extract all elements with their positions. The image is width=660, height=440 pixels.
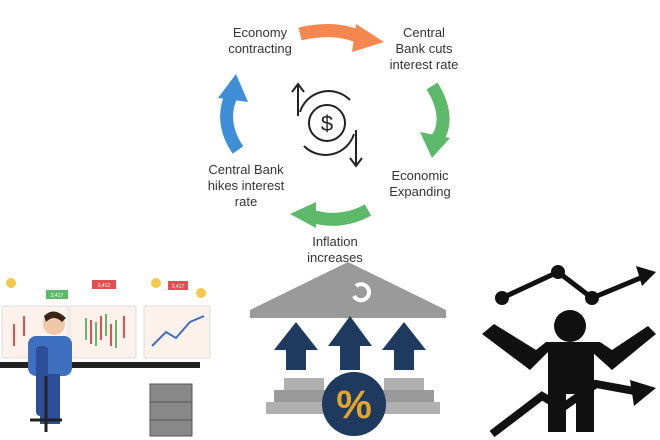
arrow-green [426,82,450,145]
arrow-orange-head [352,24,384,52]
arrow-blue [220,91,244,154]
arrow-orange [298,24,365,44]
arrow-green-head [420,132,450,158]
bank-percent-icon [250,262,446,436]
trader-tag-1: 3,417 [51,293,64,299]
shrugging-person-chart-icon [482,265,656,438]
trader-tag-2: 3,412 [98,283,111,289]
percent-symbol: % [336,383,372,427]
step-economic-expanding: Economic Expanding [389,168,451,199]
step-economy-contracting: Economy contracting [228,25,292,56]
step-inflation-increases: Inflation increases [307,234,363,265]
arrow-green-bottom [309,204,372,226]
dollar-symbol: $ [321,111,333,136]
arrow-green-bottom-head [290,202,316,228]
step-bank-hikes-rate: Central Bank hikes interest rate [207,162,285,209]
arrow-blue-head [218,74,248,102]
trader-tag-3: 3,417 [172,284,185,290]
trader-desk-icon [0,278,211,437]
step-bank-cuts-rate: Central Bank cuts interest rate [389,25,459,72]
dollar-cycle-icon [291,82,363,168]
